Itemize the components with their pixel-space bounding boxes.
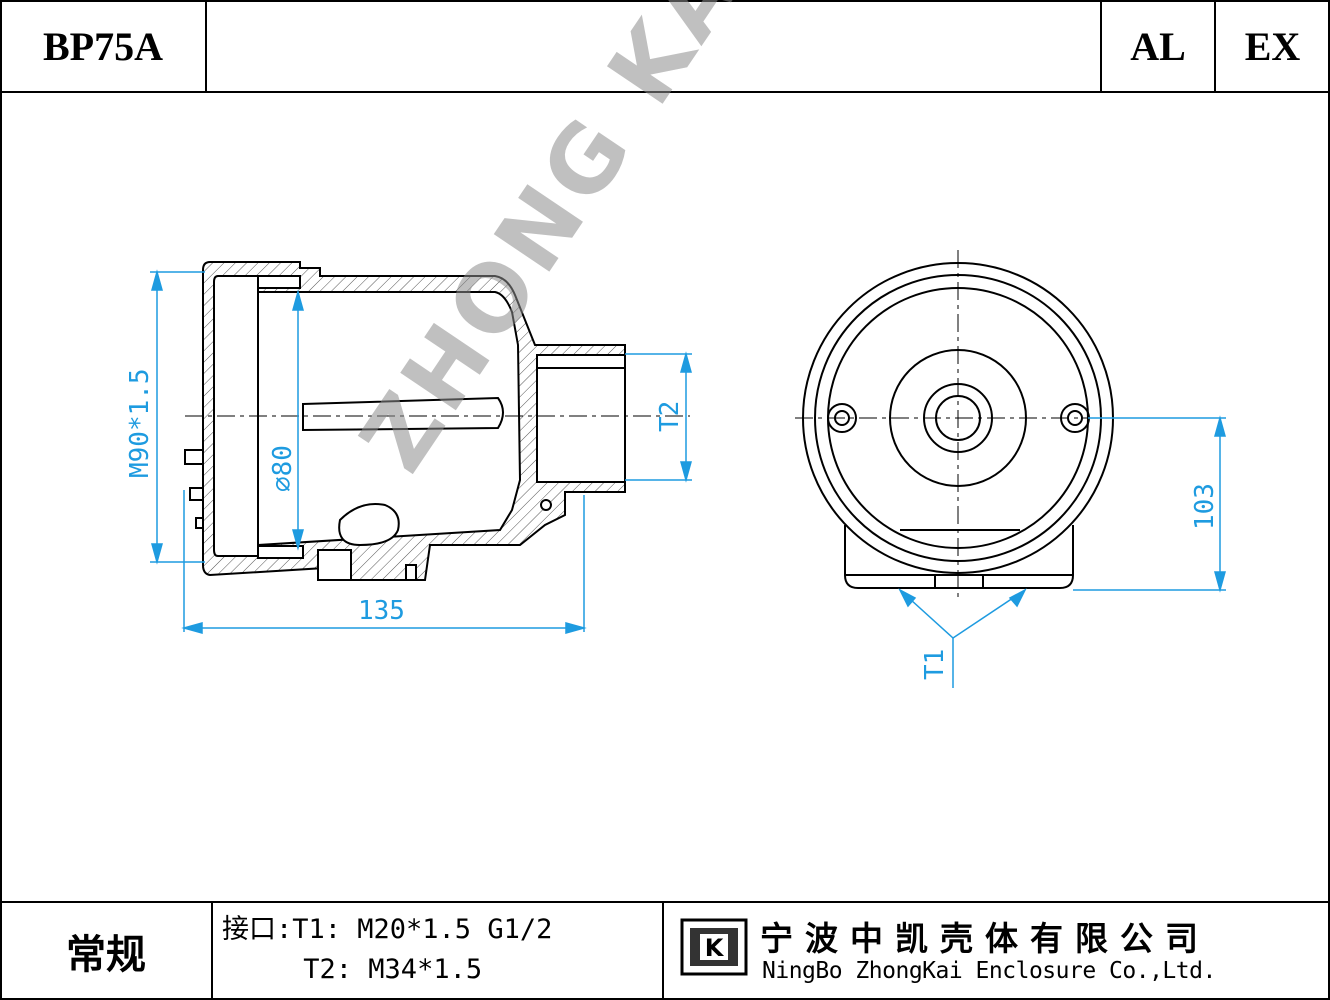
- port-spec-line1: 接口:T1: M20*1.5 G1/2: [222, 914, 553, 945]
- company-logo: K: [680, 918, 748, 976]
- type-tag-ex: EX: [1244, 23, 1301, 69]
- dimension-lines: [150, 269, 1226, 688]
- model-number: BP75A: [43, 23, 163, 69]
- dim-height-label: 103: [1190, 483, 1220, 530]
- dim-diameter-label: ⌀80: [268, 445, 298, 492]
- dim-t1-label: T1: [920, 648, 950, 680]
- dim-thread-label: M90*1.5: [125, 368, 155, 478]
- dim-length-label: 135: [358, 596, 405, 626]
- side-section-view: [184, 261, 626, 581]
- dim-t2-label: T2: [655, 400, 685, 432]
- port-spec: 接口:T1: M20*1.5 G1/2 T2: M34*1.5: [222, 910, 552, 990]
- company-name-cn: 宁波中凯壳体有限公司: [760, 919, 1210, 958]
- svg-text:K: K: [705, 934, 725, 962]
- category-label: 常规: [66, 932, 146, 978]
- company-name-en: NingBo ZhongKai Enclosure Co.,Ltd.: [762, 958, 1216, 984]
- port-spec-line2: T2: M34*1.5: [222, 954, 483, 985]
- material-tag-al: AL: [1130, 23, 1186, 69]
